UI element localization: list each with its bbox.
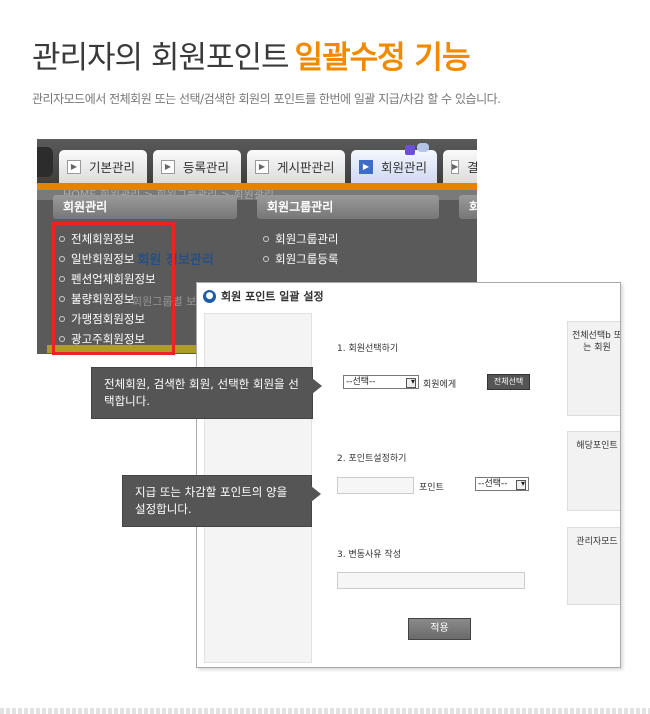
title-main: 관리자의 회원포인트 [32,40,290,76]
point-action-value: --선택-- [478,479,508,489]
arrow-right-icon: ▶ [255,159,269,174]
bullet-icon [59,236,65,242]
bullet-icon [263,256,269,262]
menu-item-label: 전체회원정보 [71,232,135,246]
arrow-right-icon: ▶ [161,159,175,174]
menu-item-label: 광고주회원정보 [71,332,146,346]
point-action-select[interactable]: --선택-- ▾ [475,477,529,491]
notification-icon [405,145,415,155]
point-unit-label: 포인트 [419,483,444,493]
background-page-heading: 일반 회원 정보관리 [109,249,214,268]
member-select-value: --선택-- [346,377,376,387]
menu-item-label: 회원그룹관리 [275,232,339,246]
callout-member-select: 전체회원, 검색한 회원, 선택한 회원을 선택합니다. [91,367,322,419]
dialog-title: ● 회원 포인트 일괄 설정 [203,288,324,304]
member-select[interactable]: --선택-- ▾ [343,375,419,389]
menu-item-label: 가맹점회원정보 [71,312,146,326]
menu-item-franchise-members[interactable]: 가맹점회원정보 [59,309,156,329]
menu-item-pension-members[interactable]: 펜션업체회원정보 [59,269,156,289]
bullet-icon [263,236,269,242]
tab-register[interactable]: ▶ 등록관리 [153,150,241,183]
chevron-down-icon: ▾ [520,479,525,488]
step1-label: 1. 회원선택하기 [337,344,399,354]
reason-input[interactable] [337,572,525,589]
bullet-icon [59,276,65,282]
select-all-button[interactable]: 전체선택 [487,374,530,390]
tab-label: 기본관리 [89,160,136,175]
step3-label: 3. 변동사유 작성 [337,550,401,560]
menu-item-all-members[interactable]: 전체회원정보 [59,229,156,249]
tab-label: 결 [467,160,477,175]
dialog-title-text: 회원 포인트 일괄 설정 [221,290,324,303]
admin-tab-bar: ▶기본관리 ▶등록관리 ▶게시판관리 ▶회원관리 ▶결 [37,139,477,183]
help-card-2: 해당포인트 [567,431,620,511]
footer-divider [0,708,650,714]
arrow-right-icon: ▶ [451,159,460,174]
menu-item-group-manage[interactable]: 회원그룹관리 [263,229,338,249]
menu-item-label: 펜션업체회원정보 [71,272,156,286]
chevron-down-icon: ▾ [410,377,415,386]
bullet-icon [59,296,65,302]
tab-members[interactable]: ▶ 회원관리 [351,150,437,183]
menu-item-label: 회원그룹등록 [275,252,339,266]
callout-point-amount: 지급 또는 차감할 포인트의 양을 설정합니다. [122,475,321,527]
arrow-right-icon: ▶ [67,159,81,174]
admin-screenshot: ▶기본관리 ▶등록관리 ▶게시판관리 ▶회원관리 ▶결 HOME 회원관리 > … [37,139,477,354]
group-menu: 회원그룹관리 회원그룹등록 [263,229,338,269]
help-card-1: 전체선택b 또는 회원 [567,321,620,416]
tab-basic[interactable]: ▶ 기본관리 [59,150,147,183]
member-select-suffix: 회원에게 [423,380,457,390]
info-icon: ● [203,289,216,303]
menu-item-advertiser-members[interactable]: 광고주회원정보 [59,329,156,349]
tab-label: 회원관리 [381,160,428,175]
page-subtitle: 관리자모드에서 전체회원 또는 선택/검색한 회원의 포인트를 한번에 일괄 지… [32,92,501,106]
title-highlight: 일괄수정 기능 [294,40,471,76]
arrow-right-icon: ▶ [359,159,373,174]
bullet-icon [59,316,65,322]
tab-label: 게시판관리 [277,160,335,175]
background-page-sub: 회원그룹별 보기 [132,295,207,308]
help-card-3: 관리자모드 [567,527,620,605]
window-handle [37,147,53,177]
tab-payment[interactable]: ▶결 [443,150,477,183]
menu-item-group-register[interactable]: 회원그룹등록 [263,249,338,269]
menu-item-label: 일반회원정보 [71,252,135,266]
menu-head-more: 회 [459,195,477,219]
menu-item-label: 불량회원정보 [71,292,135,306]
apply-button[interactable]: 적용 [408,618,471,640]
tab-label: 등록관리 [183,160,230,175]
point-amount-input[interactable] [337,477,414,494]
step2-label: 2. 포인트설정하기 [337,454,407,464]
bullet-icon [59,336,65,342]
bullet-icon [59,256,65,262]
chat-bubble-icon [417,143,429,152]
menu-item-bad-members[interactable]: 불량회원정보 [59,289,156,309]
tab-board[interactable]: ▶ 게시판관리 [247,150,345,183]
menu-item-regular-members[interactable]: 일반회원정보 [59,249,156,269]
menu-head-members: 회원관리 [53,195,237,219]
member-menu: 전체회원정보 일반회원정보 펜션업체회원정보 불량회원정보 가맹점회원정보 광고… [59,229,156,349]
ghost-heading: 회원 정보관리 [137,253,214,268]
menu-head-groups: 회원그룹관리 [257,195,439,219]
accent-bar [37,183,477,190]
